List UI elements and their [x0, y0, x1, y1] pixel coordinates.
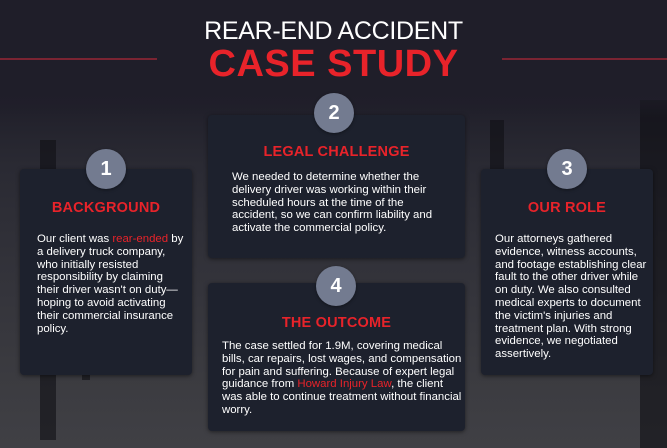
card-body: The case settled for 1.9M, covering medi…	[222, 340, 462, 417]
card-body-text: , the client was able to continue treatm…	[222, 378, 462, 416]
page-title: REAR-END ACCIDENT CASE STUDY	[0, 18, 667, 84]
card-outcome: THE OUTCOME The case settled for 1.9M, c…	[208, 283, 465, 431]
card-title: LEGAL CHALLENGE	[263, 144, 410, 160]
title-line-1: REAR-END ACCIDENT	[204, 17, 463, 45]
card-body-text: Our client was	[37, 233, 113, 245]
card-body: We needed to determine whether the deliv…	[232, 171, 433, 235]
background-post	[490, 120, 504, 180]
highlight-text: rear-ended	[112, 233, 169, 245]
step-number-badge: 3	[547, 149, 587, 189]
step-number-badge: 2	[314, 93, 354, 133]
step-number-badge: 1	[86, 149, 126, 189]
title-divider-left	[0, 58, 157, 60]
card-title: BACKGROUND	[51, 200, 161, 216]
card-body-text: by a delivery truck company, who initial…	[37, 233, 184, 335]
step-number-badge: 4	[316, 266, 356, 306]
title-divider-right	[502, 58, 667, 60]
title-line-2: CASE STUDY	[208, 43, 459, 85]
card-body: Our client was rear-ended by a delivery …	[37, 233, 187, 335]
card-legal-challenge: LEGAL CHALLENGE We needed to determine w…	[208, 115, 465, 258]
firm-name-link[interactable]: Howard Injury Law	[297, 378, 392, 391]
card-title: THE OUTCOME	[281, 315, 392, 331]
card-title: OUR ROLE	[527, 200, 607, 216]
card-body-text: The case settled for 1.9M, covering medi…	[222, 340, 462, 391]
card-body: Our attorneys gathered evidence, witness…	[495, 233, 647, 361]
card-background: BACKGROUND Our client was rear-ended by …	[20, 169, 192, 375]
card-our-role: OUR ROLE Our attorneys gathered evidence…	[481, 169, 653, 375]
